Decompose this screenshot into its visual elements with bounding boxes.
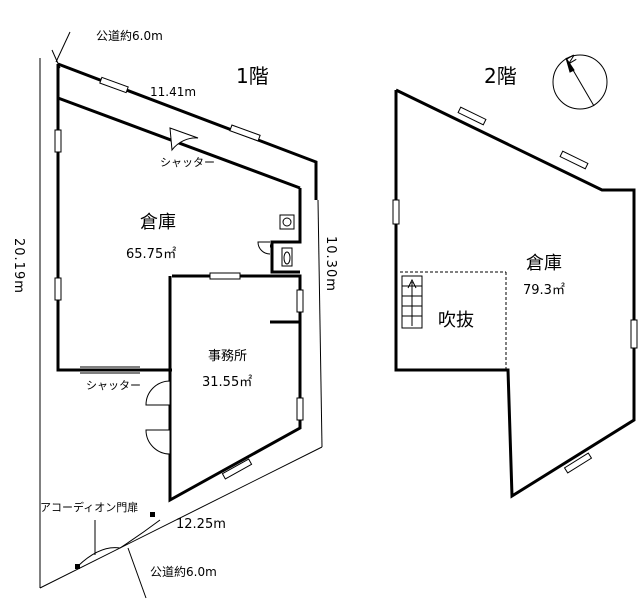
floor2-label: 2階 xyxy=(484,64,517,88)
floor1-label: 1階 xyxy=(236,64,269,88)
void-label: 吹抜 xyxy=(438,310,474,331)
gate-and-arrows xyxy=(51,31,161,599)
site-boundary xyxy=(39,58,323,589)
compass-icon xyxy=(552,54,608,110)
shutters xyxy=(80,366,140,374)
dim-left-label: 20.19m xyxy=(11,238,26,294)
dim-bottom-label: 12.25m xyxy=(176,517,226,532)
office-area: 31.55㎡ xyxy=(202,375,253,390)
dim-top-label: 11.41m xyxy=(150,85,197,99)
gate-posts xyxy=(75,512,155,569)
gate-label: アコーディオン門扉 xyxy=(40,501,139,514)
floor2-windows xyxy=(392,106,638,474)
shutter-top-label: シャッター xyxy=(160,156,215,169)
floor1-walls xyxy=(56,62,318,503)
stairs xyxy=(401,275,423,329)
dim-right-label: 10.30m xyxy=(323,236,338,292)
floor1-doors xyxy=(145,127,271,455)
floor1-windows xyxy=(54,76,304,480)
office-name: 事務所 xyxy=(208,349,248,364)
warehouse1-name: 倉庫 xyxy=(140,212,176,233)
road-bottom-label: 公道約6.0m xyxy=(150,565,217,579)
floor2-walls xyxy=(394,88,636,499)
shutter-left-label: シャッター xyxy=(86,379,141,392)
toilet-fixtures xyxy=(279,214,295,267)
warehouse2-area: 79.3㎡ xyxy=(523,283,565,298)
floor2-void xyxy=(400,271,507,370)
warehouse1-area: 65.75㎡ xyxy=(126,247,177,262)
road-top-label: 公道約6.0m xyxy=(96,29,163,43)
warehouse2-name: 倉庫 xyxy=(526,253,562,274)
